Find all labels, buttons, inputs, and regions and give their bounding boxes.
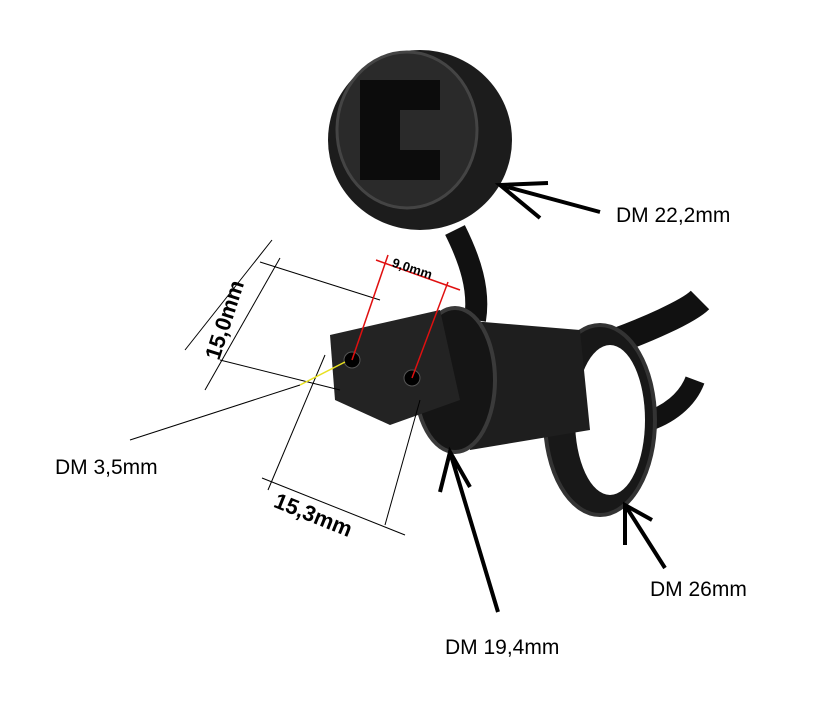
cap-diameter-label: DM 22,2mm	[616, 204, 731, 227]
cap-face	[335, 50, 479, 210]
pin-arrow	[299, 361, 346, 386]
cap-socket	[360, 80, 440, 180]
leader-arrows	[438, 181, 667, 613]
nut-opening	[575, 345, 645, 495]
plug-diameter-label: DM 19,4mm	[445, 636, 560, 659]
dimension-lines	[129, 239, 421, 536]
pin-spacing-lines	[351, 254, 461, 379]
pin-diameter-label: DM 3,5mm	[55, 456, 158, 479]
nut-diameter-label: DM 26mm	[650, 578, 747, 601]
cap-strap	[445, 225, 488, 322]
